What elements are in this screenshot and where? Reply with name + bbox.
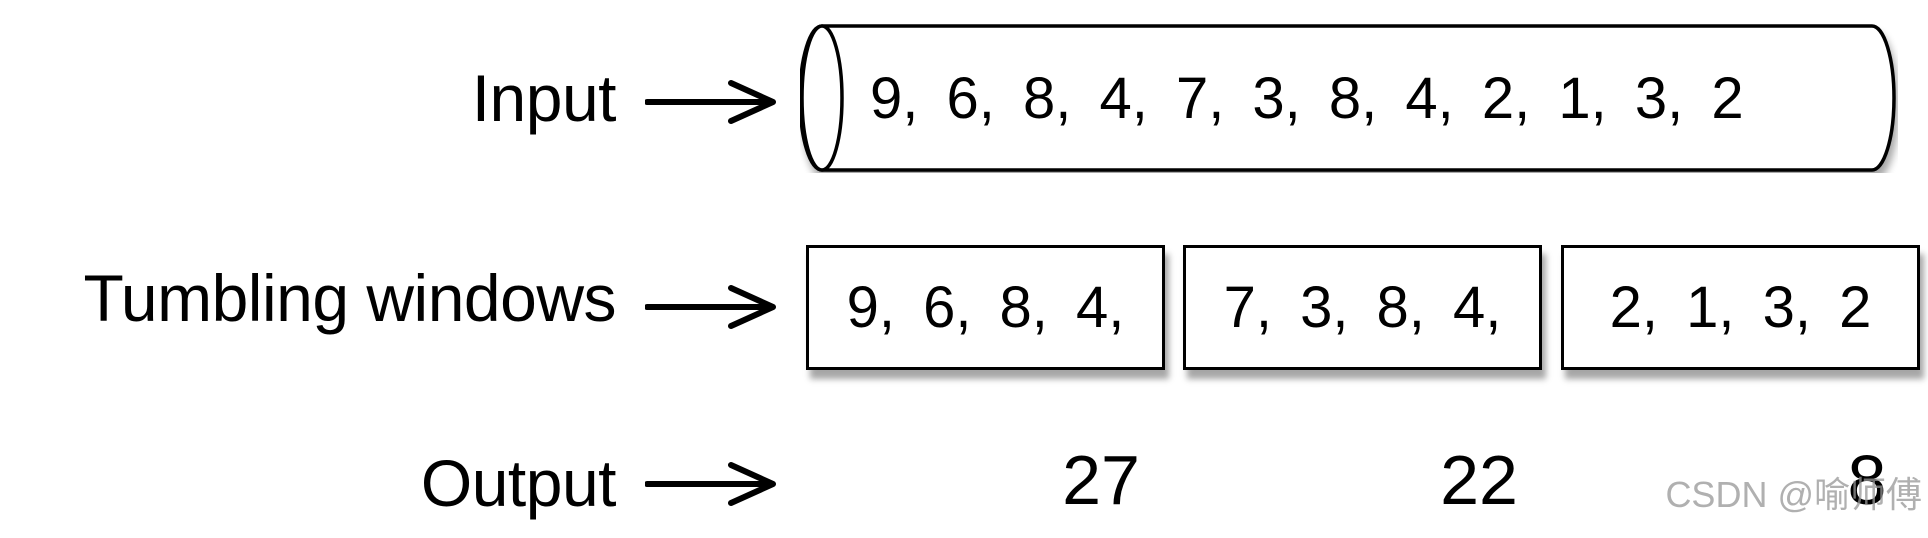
input-stream-values: 9, 6, 8, 4, 7, 3, 8, 4, 2, 1, 3, 2 [870, 65, 1744, 131]
output-arrow-icon [645, 462, 776, 506]
tumbling-windows-label: Tumbling windows [83, 261, 617, 335]
output-value-3: 8 [1847, 441, 1887, 519]
tumbling-window-1: 9, 6, 8, 4, [806, 245, 1165, 370]
output-label: Output [420, 446, 617, 520]
output-value-2: 22 [1440, 441, 1518, 519]
tumbling-window-3: 2, 1, 3, 2 [1561, 245, 1920, 370]
input-label: Input [471, 61, 617, 135]
tumbling-arrow-icon [645, 285, 776, 329]
watermark: CSDN @喻师傅 [1665, 474, 1922, 515]
input-stream-cylinder [800, 24, 1896, 172]
output-value-1: 27 [1062, 441, 1140, 519]
tumbling-window-2: 7, 3, 8, 4, [1183, 245, 1542, 370]
input-arrow-icon [645, 80, 776, 124]
